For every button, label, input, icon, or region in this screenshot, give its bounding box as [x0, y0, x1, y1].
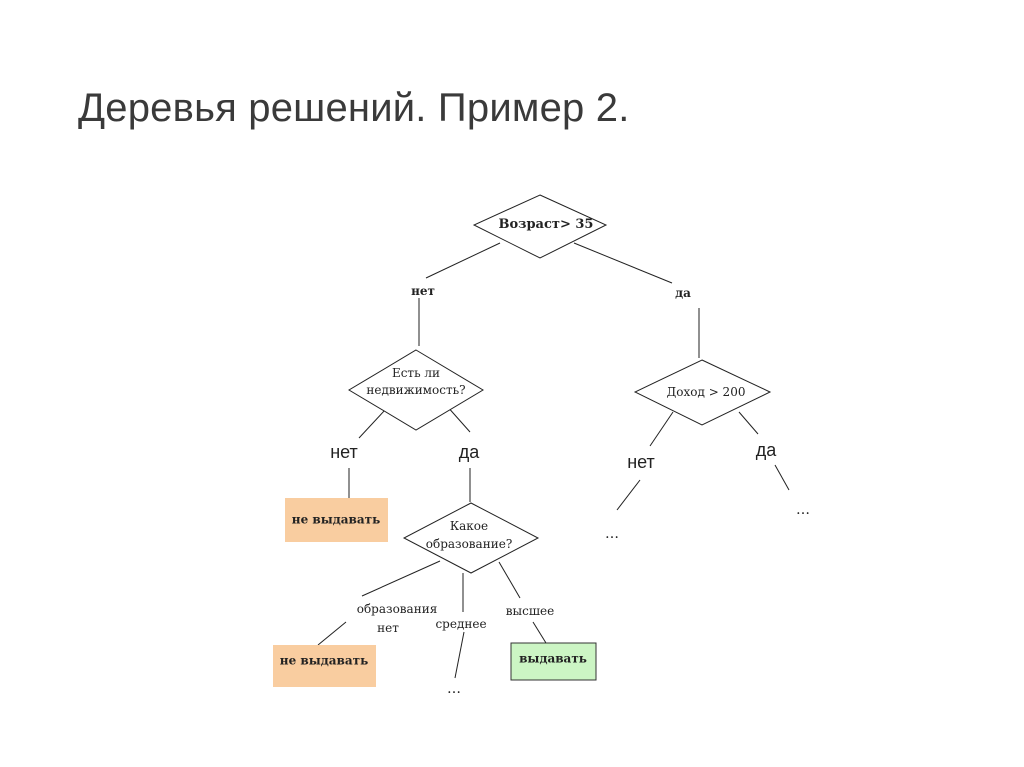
- edge-edu-none-leaf: [317, 621, 347, 646]
- node-property-line1: Есть ли: [392, 366, 440, 380]
- leaf-reject-2-box: [273, 645, 376, 687]
- node-age-diamond: [472, 194, 608, 259]
- edge-label-property-no: нет: [330, 442, 358, 462]
- edge-age-no: [425, 242, 501, 279]
- edge-income-no: [649, 411, 674, 447]
- node-income-diamond: [633, 359, 772, 426]
- ellipsis-edu-secondary: …: [447, 681, 461, 697]
- edge-label-income-no: нет: [627, 452, 655, 472]
- leaf-approve-label: выдавать: [519, 652, 587, 666]
- tree-connectors: [317, 242, 790, 679]
- leaf-reject-1-label: не выдавать: [292, 513, 380, 527]
- edge-label-edu-secondary: среднее: [435, 617, 486, 631]
- edge-label-age-no: нет: [411, 284, 435, 298]
- ellipsis-income-no: …: [605, 526, 619, 542]
- edge-label-edu-higher: высшее: [506, 604, 554, 618]
- node-property-line2: недвижимость?: [366, 383, 465, 397]
- edge-income-no-cont: [616, 479, 641, 511]
- node-education-diamond: [402, 502, 540, 574]
- node-income: Доход > 200: [633, 359, 772, 426]
- edge-label-income-yes: да: [756, 440, 778, 460]
- node-property: Есть ли недвижимость?: [348, 349, 484, 431]
- edge-label-age-yes: да: [675, 286, 691, 300]
- edge-label-edu-none-line2: нет: [377, 621, 399, 635]
- edge-edu-higher: [498, 561, 521, 599]
- edge-edu-higher-leaf: [532, 621, 547, 644]
- edge-edu-secondary-cont: [454, 631, 465, 679]
- leaf-approve-box: [510, 642, 597, 681]
- node-education: Какое образование?: [402, 502, 540, 574]
- leaf-reject-2-label: не выдавать: [280, 654, 368, 668]
- ellipsis-income-yes: …: [796, 502, 810, 518]
- edge-property-no: [358, 409, 386, 439]
- leaf-reject-1-box: [285, 498, 388, 542]
- node-age-label: Возраст> 35: [499, 217, 594, 232]
- node-education-line1: Какое: [450, 519, 488, 533]
- edge-label-edu-none-line1: образования: [357, 602, 438, 616]
- node-education-line2: образование?: [426, 537, 513, 551]
- edge-income-yes: [738, 411, 759, 435]
- leaf-reject-1: не выдавать: [285, 498, 388, 542]
- edge-income-yes-cont: [774, 464, 790, 491]
- leaf-reject-2: не выдавать: [273, 645, 376, 687]
- node-income-label: Доход > 200: [667, 385, 746, 399]
- slide-title: Деревья решений. Пример 2.: [78, 86, 630, 130]
- edge-edu-none: [361, 560, 441, 597]
- node-age: Возраст> 35: [472, 194, 608, 259]
- node-property-diamond: [348, 349, 484, 431]
- edge-age-yes: [573, 242, 673, 284]
- edge-label-property-yes: да: [459, 442, 481, 462]
- leaf-approve: выдавать: [510, 642, 597, 681]
